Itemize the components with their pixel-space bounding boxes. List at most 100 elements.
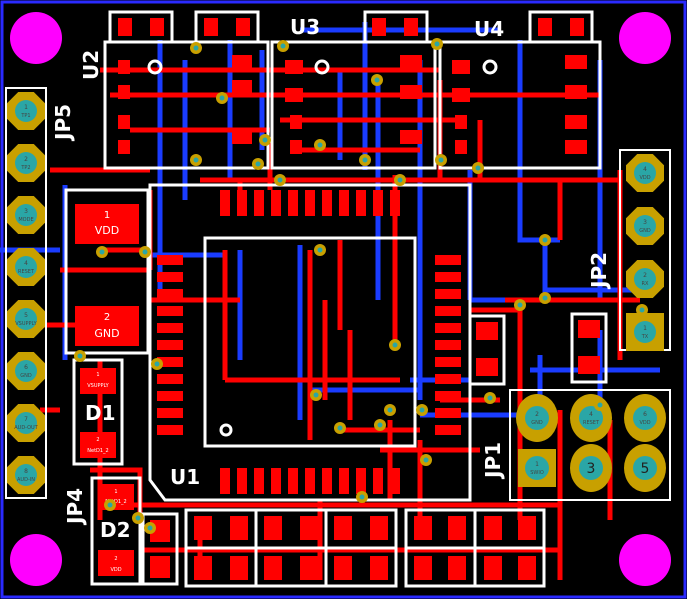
regulator-smd-pads — [118, 18, 587, 154]
jp1-drill — [579, 406, 603, 430]
via-drill — [313, 392, 319, 398]
via-drill — [359, 494, 365, 500]
jp5-drill — [15, 204, 37, 226]
label-d1: D1 — [85, 401, 116, 425]
via-drill — [317, 142, 323, 148]
via-drill — [423, 457, 429, 463]
d2-pad1-name: NetD1_2 — [105, 499, 127, 505]
via-drill — [438, 157, 444, 163]
via-drill — [434, 41, 440, 47]
u1-pins — [157, 190, 461, 494]
d2-pad2-name: VDD — [110, 567, 121, 573]
jp1-drill — [525, 456, 549, 480]
jp5-pin-num: 7 — [24, 416, 28, 423]
via-drill — [639, 307, 645, 313]
jp1-pin-name: VDD — [639, 420, 650, 426]
module-u2 — [103, 10, 270, 170]
power-pad-gnd: 2 GND — [75, 306, 139, 346]
via-drill — [392, 342, 398, 348]
jp2-drill — [634, 268, 656, 290]
jp1-pin-num: 1 — [535, 461, 539, 468]
jp5-drill — [15, 360, 37, 382]
jp2-drill — [634, 321, 656, 343]
jp5-pin-name: AUD-OUT — [14, 425, 38, 431]
via-set — [74, 38, 648, 534]
jp5-drill — [15, 100, 37, 122]
header-jp5 — [5, 87, 47, 499]
jp5-pin-num: 4 — [24, 260, 28, 267]
via-drill — [362, 157, 368, 163]
via-drill — [542, 295, 548, 301]
via-drill — [517, 302, 523, 308]
via-drill — [154, 361, 160, 367]
via-drill — [99, 249, 105, 255]
via-drill — [317, 247, 323, 253]
label-u1: U1 — [170, 465, 200, 489]
jp1-pin-num: 4 — [589, 411, 593, 418]
via-drill — [255, 161, 261, 167]
diode-d2: 1 NetD1_2 2 VDD — [90, 476, 142, 586]
bottom-passive-array — [141, 508, 546, 588]
power-pad-gnd-num: 2 — [104, 312, 110, 323]
via-drill — [277, 177, 283, 183]
jp2-drill — [634, 162, 656, 184]
label-u2: U2 — [79, 50, 103, 80]
via-drill — [475, 165, 481, 171]
d1-pad1-num: 1 — [96, 372, 99, 378]
jp2-pin-name: VDD — [639, 175, 650, 181]
via-drill — [419, 407, 425, 413]
d2-pad2-num: 2 — [114, 556, 117, 562]
jp5-drill — [15, 256, 37, 278]
jp1-pin-num: 6 — [643, 411, 647, 418]
d2-pad1-num: 1 — [114, 489, 117, 495]
via-drill — [219, 95, 225, 101]
d1-pad2-name: NetD1_2 — [87, 448, 109, 454]
jp2-pin-name: RX — [642, 281, 649, 287]
capacitor-near-u1-right — [468, 314, 506, 386]
via-drill — [374, 77, 380, 83]
jp1-pin-num: 3 — [587, 461, 596, 477]
power-pad-vdd-name: VDD — [95, 224, 119, 237]
via-drill — [142, 249, 148, 255]
via-drill — [77, 353, 83, 359]
via-drill — [377, 422, 383, 428]
mount-hole-top-right — [619, 12, 671, 64]
u1-chip — [148, 183, 472, 502]
jp5-pin-num: 6 — [24, 364, 28, 371]
jp5-pin-name: AUD-IN — [17, 477, 35, 483]
jp1-drill — [633, 456, 657, 480]
power-pad-vdd: 1 VDD — [75, 204, 139, 244]
jp5-pin-name: RESET — [18, 269, 35, 275]
via-drill — [397, 177, 403, 183]
label-jp1: JP1 — [481, 442, 505, 480]
header-jp1 — [509, 389, 671, 501]
label-jp2: JP2 — [587, 252, 611, 290]
diode-d1: 1 VSUPPLY 2 NetD1_2 — [72, 358, 124, 466]
bottom-passive-pads — [150, 516, 536, 580]
via-drill — [542, 237, 548, 243]
jp2-pin-num: 2 — [643, 272, 647, 279]
jp5-pin-num: 3 — [24, 208, 28, 215]
jp1-drill — [633, 406, 657, 430]
jp5-drill — [15, 412, 37, 434]
jp1-pin-name: GND — [531, 420, 543, 426]
jp5-drill — [15, 152, 37, 174]
via-drill — [193, 157, 199, 163]
via-drill — [147, 525, 153, 531]
via-drill — [487, 395, 493, 401]
label-d2: D2 — [100, 518, 131, 542]
label-jp5: JP5 — [51, 104, 75, 142]
jp2-pin-num: 3 — [643, 219, 647, 226]
jp1-pin-num: 5 — [641, 461, 650, 477]
